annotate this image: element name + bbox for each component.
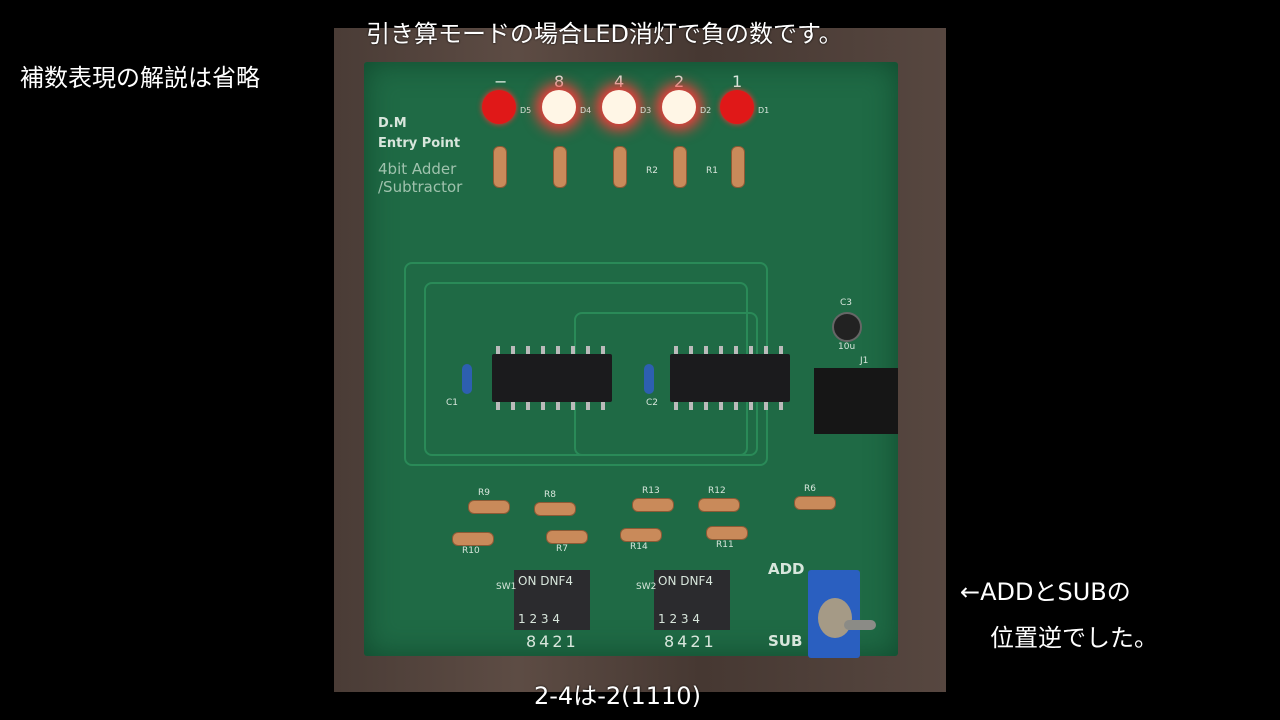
silk-add: ADD — [768, 560, 805, 578]
led-ref: D5 — [520, 106, 532, 115]
capacitor-c1 — [462, 364, 472, 394]
silk-title-2: /Subtractor — [378, 178, 463, 196]
led-d4 — [542, 90, 576, 124]
caption-bottom: 2-4は-2(1110) — [534, 682, 701, 710]
led-d3 — [602, 90, 636, 124]
led-label: − — [494, 72, 508, 91]
silk-r1: R1 — [706, 166, 718, 176]
silk-r10: R10 — [462, 546, 480, 556]
led-ref: D3 — [640, 106, 652, 115]
silk-r8: R8 — [544, 490, 556, 500]
silk-c2: C2 — [646, 398, 659, 408]
led-label: 4 — [614, 72, 625, 91]
silk-brand: Entry Point — [378, 136, 461, 151]
toggle-switch[interactable] — [808, 570, 876, 658]
silk-r6: R6 — [804, 484, 816, 494]
sw2-top-label: ON DNF4 — [658, 574, 713, 588]
led-d5 — [482, 90, 516, 124]
resistor-r12 — [698, 498, 740, 512]
silk-r7: R7 — [556, 544, 568, 554]
silk-r12: R12 — [708, 486, 726, 496]
caption-top: 引き算モードの場合LED消灯で負の数です。 — [366, 20, 843, 48]
silk-r14: R14 — [630, 542, 648, 552]
silk-r11: R11 — [716, 540, 734, 550]
led-label: 1 — [732, 72, 743, 91]
resistor-r14 — [620, 528, 662, 542]
silk-c3-value: 10u — [838, 342, 856, 352]
caption-left: 補数表現の解説は省略 — [20, 64, 260, 92]
resistor-r13 — [632, 498, 674, 512]
silk-title-1: 4bit Adder — [378, 160, 457, 178]
silk-sub: SUB — [768, 632, 803, 650]
led-ref: D4 — [580, 106, 592, 115]
silk-r9: R9 — [478, 488, 490, 498]
resistor-r11 — [706, 526, 748, 540]
chip-u1 — [492, 346, 612, 410]
silk-c3: C3 — [840, 298, 853, 308]
sw2-weights: 8421 — [664, 632, 717, 651]
led-resistor — [493, 146, 507, 188]
silk-r2: R2 — [646, 166, 658, 176]
led-d1 — [720, 90, 754, 124]
pcb-board: D.M Entry Point 4bit Adder /Subtractor −… — [364, 62, 898, 658]
silk-c1: C1 — [446, 398, 459, 408]
dip-switch-sw2[interactable]: ON DNF4 1 2 3 4 — [654, 570, 730, 630]
resistor-r9 — [468, 500, 510, 514]
led-resistor — [553, 146, 567, 188]
resistor-r10 — [452, 532, 494, 546]
resistor-r7 — [546, 530, 588, 544]
led-resistor — [673, 146, 687, 188]
resistor-r6 — [794, 496, 836, 510]
silk-r13: R13 — [642, 486, 660, 496]
led-label: 8 — [554, 72, 565, 91]
capacitor-c3 — [832, 312, 862, 342]
pcb-photo: D.M Entry Point 4bit Adder /Subtractor −… — [334, 28, 946, 692]
silk-author: D.M — [378, 116, 407, 131]
silk-sw1: SW1 — [496, 582, 517, 592]
led-ref: D1 — [758, 106, 770, 115]
resistor-r8 — [534, 502, 576, 516]
caption-right-2: 位置逆でした。 — [990, 624, 1158, 652]
dip-switch-sw1[interactable]: ON DNF4 1 2 3 4 — [514, 570, 590, 630]
capacitor-c2 — [644, 364, 654, 394]
led-ref: D2 — [700, 106, 712, 115]
silk-sw2: SW2 — [636, 582, 657, 592]
led-resistor — [613, 146, 627, 188]
sw1-top-label: ON DNF4 — [518, 574, 573, 588]
led-d2 — [662, 90, 696, 124]
power-jack — [814, 368, 898, 434]
chip-u2 — [670, 346, 790, 410]
led-resistor — [731, 146, 745, 188]
led-label: 2 — [674, 72, 685, 91]
silk-j1: J1 — [860, 356, 869, 366]
sw2-numbers: 1 2 3 4 — [658, 612, 700, 626]
sw1-weights: 8421 — [526, 632, 579, 651]
sw1-numbers: 1 2 3 4 — [518, 612, 560, 626]
caption-right-1: ←ADDとSUBの — [960, 578, 1131, 606]
